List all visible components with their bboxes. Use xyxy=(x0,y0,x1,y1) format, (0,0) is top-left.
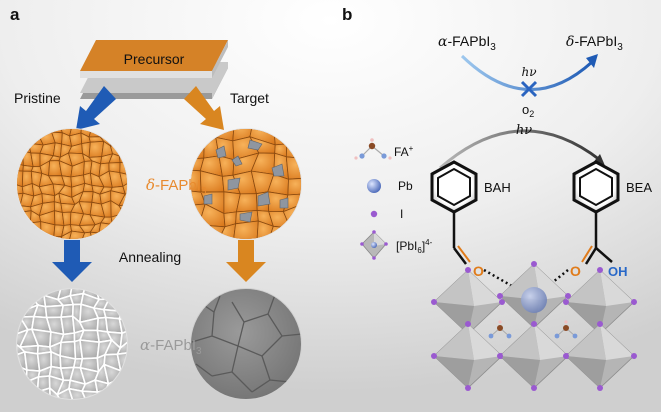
legend: FA+ Pb I [PbI6]4- xyxy=(354,138,433,260)
fa-nitrogen xyxy=(488,333,494,339)
iodide-atom xyxy=(465,267,471,273)
octahedron-face xyxy=(566,356,606,388)
alpha-fapbi3-label-b: α-FAPbI3 xyxy=(438,33,496,53)
light-label-top: hν xyxy=(521,65,536,79)
bah-molecule xyxy=(430,160,478,265)
legend-octahedron-icon xyxy=(360,230,388,260)
iodide-atom xyxy=(563,353,569,359)
target-arrow xyxy=(184,86,224,130)
panel-a-label: a xyxy=(10,5,20,24)
iodide-atom xyxy=(597,267,603,273)
grain xyxy=(233,220,259,239)
fa-hydrogen xyxy=(498,320,502,324)
iodide-atom xyxy=(465,321,471,327)
bea-label: BEA xyxy=(626,180,652,195)
precursor-slab xyxy=(80,40,228,99)
iodide-atom xyxy=(531,261,537,267)
octahedron-face xyxy=(468,324,502,360)
phase-transition-arrowhead xyxy=(586,54,598,68)
legend-fa-icon xyxy=(354,138,392,160)
oxygen-atom-right: O xyxy=(570,263,581,279)
grain xyxy=(285,156,301,180)
grain xyxy=(287,177,301,196)
iodide-atom xyxy=(563,299,569,305)
octahedron-face xyxy=(500,356,540,388)
grain xyxy=(60,303,75,319)
iodide-atom xyxy=(431,353,437,359)
octahedron-face xyxy=(434,324,474,360)
annealing-arrow-right xyxy=(226,240,266,282)
iodide-atom xyxy=(465,385,471,391)
grain xyxy=(61,211,72,226)
grain xyxy=(122,180,127,195)
grain xyxy=(119,172,127,187)
grain xyxy=(61,230,73,239)
octahedron-face xyxy=(468,270,502,306)
octahedron-face xyxy=(434,302,474,334)
precursor-label: Precursor xyxy=(124,51,185,67)
delta-fapbi3-label-b: δ-FAPbI3 xyxy=(566,33,623,53)
target-label: Target xyxy=(230,90,269,106)
lead-atom xyxy=(521,287,547,313)
iodide-atom xyxy=(565,293,571,299)
blocked-cross-icon xyxy=(520,80,538,98)
legend-iodide-icon xyxy=(370,210,378,218)
octahedron-face xyxy=(566,324,606,360)
octahedron-face xyxy=(500,324,540,360)
grain xyxy=(79,339,101,360)
iodide-atom xyxy=(497,293,503,299)
coordination-bond-right xyxy=(537,269,569,295)
grain xyxy=(59,354,77,370)
pristine-label: Pristine xyxy=(14,90,61,106)
octahedron-face xyxy=(566,270,606,306)
grain xyxy=(67,230,86,239)
iodide-atom xyxy=(597,321,603,327)
fa-hydrogen xyxy=(564,320,568,324)
iodide-atom xyxy=(631,353,637,359)
iodide-atom xyxy=(631,299,637,305)
octahedron-face xyxy=(566,302,606,334)
hydroxyl-label: OH xyxy=(608,264,628,279)
iodide-atom xyxy=(431,299,437,305)
fa-nitrogen xyxy=(572,333,578,339)
oxygen-label: o2 xyxy=(522,102,534,119)
target-alpha-film xyxy=(190,288,302,400)
octahedron-face xyxy=(600,324,634,360)
iodide-atom xyxy=(499,299,505,305)
annealing-arrow-left xyxy=(52,240,92,282)
light-label-mid: hν xyxy=(516,123,532,138)
octahedron-face xyxy=(434,270,474,306)
void-patches xyxy=(203,139,289,223)
octahedron-face xyxy=(534,324,568,360)
octahedron-face xyxy=(434,356,474,388)
pristine-arrow xyxy=(76,86,116,130)
iodide-atom xyxy=(597,385,603,391)
iodide-atom xyxy=(531,385,537,391)
perovskite-lattice xyxy=(431,261,637,391)
legend-pb-icon xyxy=(367,179,381,193)
bah-label: BAH xyxy=(484,180,511,195)
panel-b-label: b xyxy=(342,5,352,24)
fa-carbon xyxy=(497,325,503,331)
grain xyxy=(116,339,127,356)
legend-octahedron-label: [PbI6]4- xyxy=(396,238,433,255)
fa-nitrogen xyxy=(506,333,512,339)
grain xyxy=(235,193,258,213)
iodide-atom xyxy=(497,353,503,359)
annealing-label: Annealing xyxy=(119,249,181,265)
fa-nitrogen xyxy=(554,333,560,339)
oxidation-arc xyxy=(439,129,601,170)
octahedron-face xyxy=(600,270,634,306)
grain xyxy=(119,327,127,350)
legend-fa-label: FA+ xyxy=(394,144,414,159)
legend-pb-label: Pb xyxy=(398,179,413,193)
iodide-atom xyxy=(531,321,537,327)
legend-iodide-label: I xyxy=(400,207,403,221)
oxygen-atom-left: O xyxy=(473,263,484,279)
fa-carbon xyxy=(563,325,569,331)
bea-molecule xyxy=(572,160,620,265)
alpha-fapbi3-label-a: α-FAPbI3 xyxy=(140,336,202,357)
delta-fapbi3-label-a: δ-FAPbI3 xyxy=(146,176,207,197)
